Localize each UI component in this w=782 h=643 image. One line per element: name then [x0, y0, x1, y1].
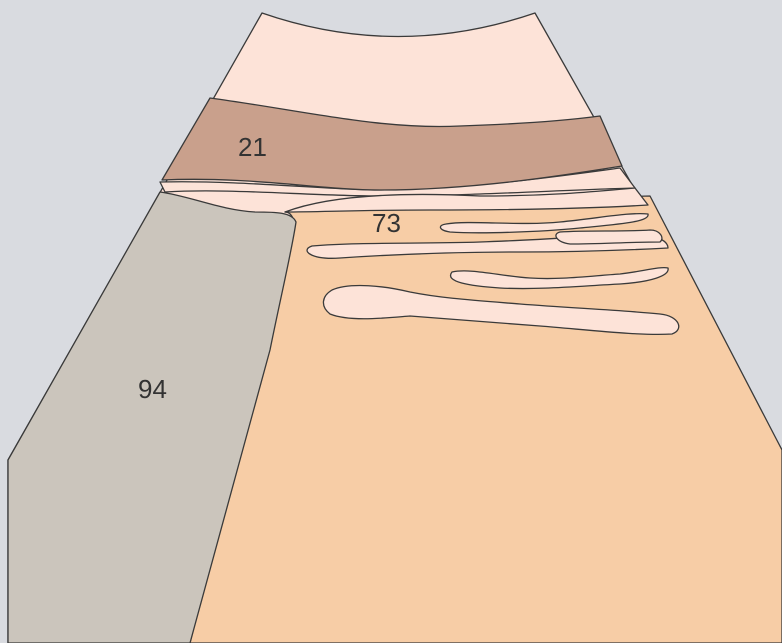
- label-upper-layer: 21: [238, 132, 267, 162]
- label-left-region: 94: [138, 374, 167, 404]
- lumen-5: [556, 230, 662, 244]
- label-tissue-region: 73: [372, 208, 401, 238]
